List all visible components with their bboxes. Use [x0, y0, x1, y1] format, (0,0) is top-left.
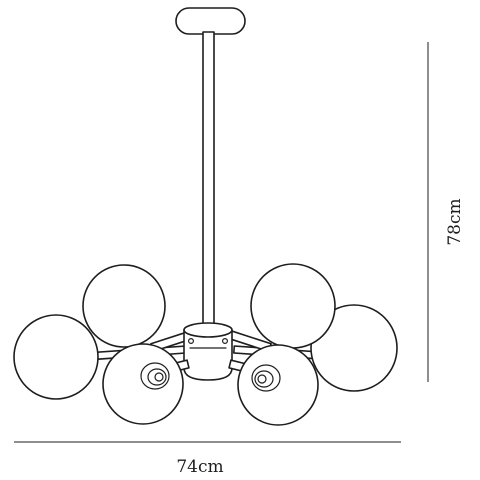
globe-top-left [82, 264, 166, 348]
height-dimension-label: 78cm [445, 198, 465, 245]
down-rod [202, 31, 215, 325]
globe-back-left [13, 314, 99, 400]
globe-back-right [310, 304, 398, 392]
globe-top-right [250, 263, 336, 349]
central-hub [183, 322, 233, 381]
globe-front-left [102, 343, 184, 425]
width-dimension-label: 74cm [176, 457, 223, 477]
globe-front-right [237, 344, 319, 426]
ceiling-canopy [175, 7, 246, 35]
height-dimension: 78cm [427, 42, 465, 382]
width-dimension: 74cm [14, 441, 401, 477]
